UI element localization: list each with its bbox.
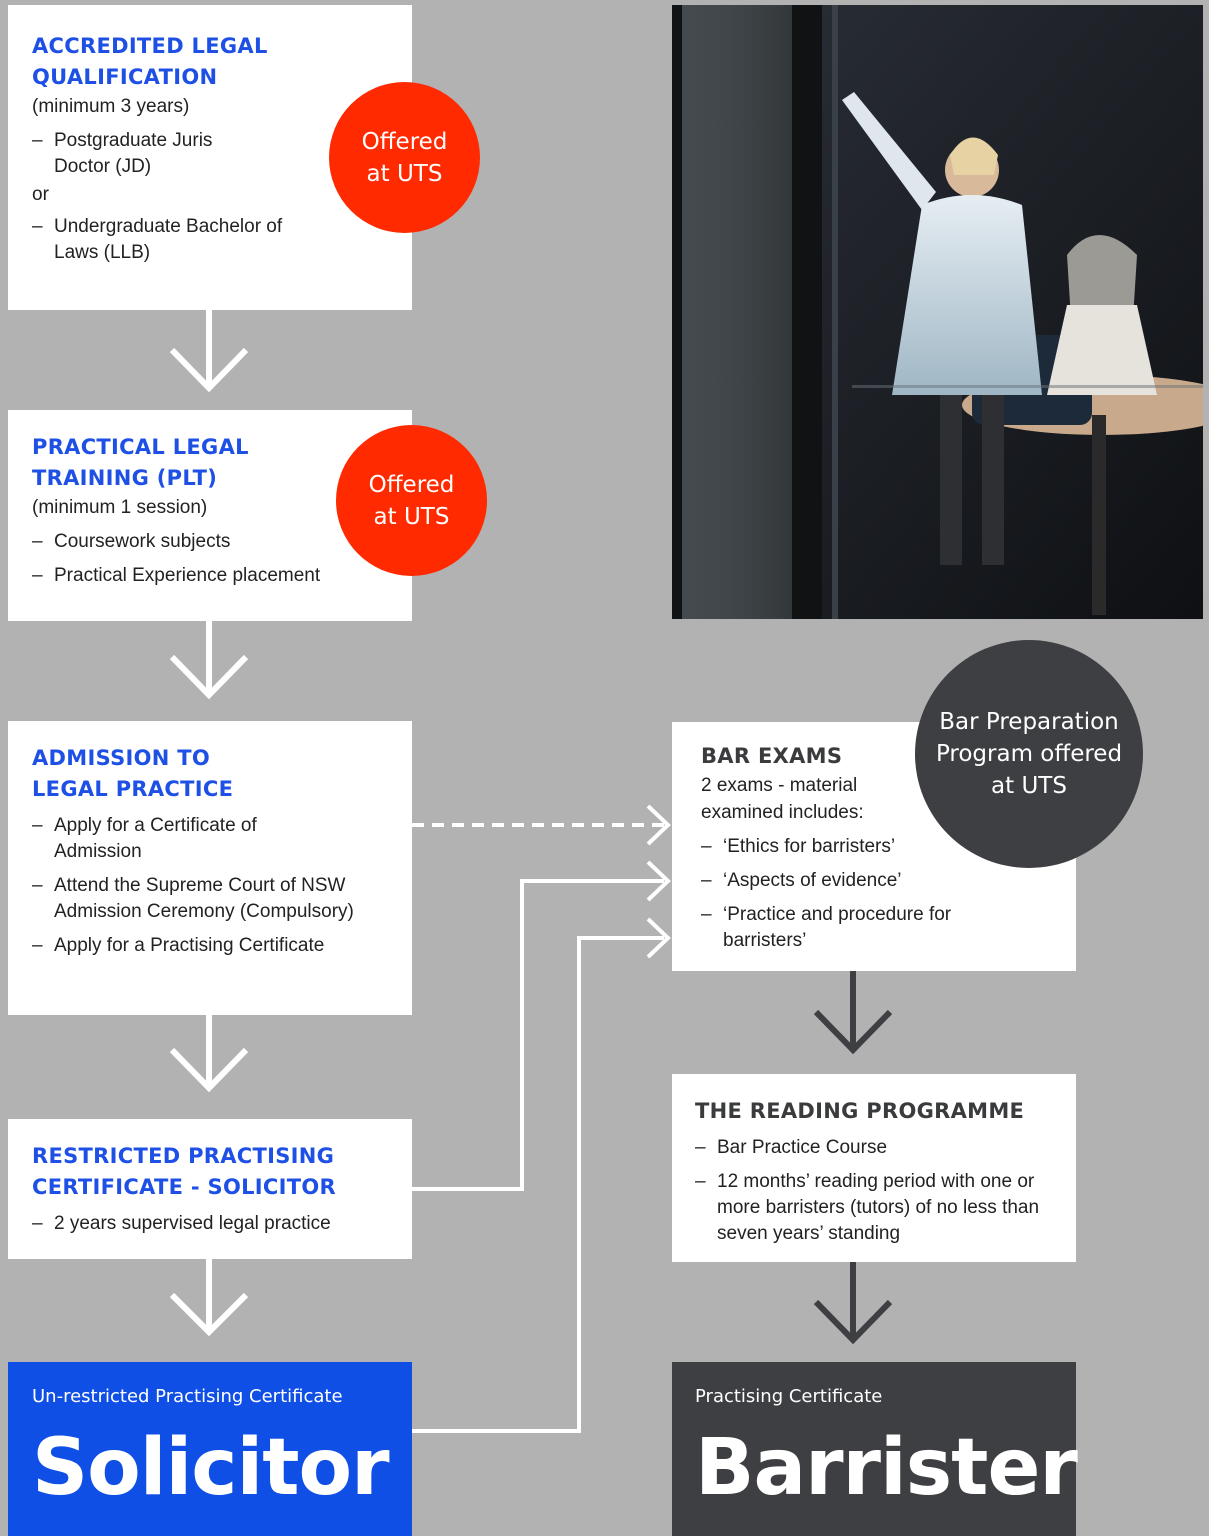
barrister-box: Practising Certificate Barrister: [672, 1362, 1078, 1536]
barrister-label: Practising Certificate: [695, 1386, 883, 1407]
list-item: 12 months’ reading period with one or mo…: [695, 1169, 1053, 1247]
bar-exams-title: BAR EXAMS: [701, 744, 843, 768]
admission-box: ADMISSION TO LEGAL PRACTICE Apply for a …: [8, 721, 412, 1015]
list-item: ‘Ethics for barristers’: [701, 834, 1076, 860]
photo-illustration: [672, 5, 1203, 619]
solicitor-title: Solicitor: [32, 1423, 390, 1513]
bar-preparation-badge: Bar Preparation Program offered at UTS: [915, 640, 1143, 868]
list-item: Undergraduate Bachelor of Laws (LLB): [32, 214, 284, 266]
arrow-down-4: [169, 1259, 249, 1337]
badge-label: Offered at UTS: [361, 128, 448, 187]
offered-at-uts-badge-2: Offered at UTS: [336, 425, 487, 576]
list-item: Apply for a Practising Certificate: [32, 933, 412, 959]
barrister-title: Barrister: [695, 1423, 1078, 1513]
reading-programme-title: THE READING PROGRAMME: [695, 1099, 1025, 1123]
plt-subtitle: (minimum 1 session): [32, 497, 208, 518]
list-item: Practical Experience placement: [32, 563, 412, 589]
list-item: Coursework subjects: [32, 529, 412, 555]
solicitor-box: Un-restricted Practising Certificate Sol…: [8, 1362, 412, 1536]
badge-label: Bar Preparation Program offered at UTS: [935, 709, 1123, 799]
arrow-restricted-to-bar: [412, 860, 671, 1191]
badge-label: Offered at UTS: [368, 471, 455, 530]
admission-title: ADMISSION TO LEGAL PRACTICE: [32, 746, 234, 801]
offered-at-uts-badge-1: Offered at UTS: [329, 82, 480, 233]
dashed-arrow-admission-to-bar: [412, 804, 671, 846]
arrow-down-5: [813, 971, 893, 1055]
bar-exams-subtitle: 2 exams - material examined includes:: [701, 775, 864, 823]
list-item: Postgraduate Juris Doctor (JD): [32, 128, 214, 180]
solicitor-label: Un-restricted Practising Certificate: [32, 1386, 343, 1407]
list-item: ‘Aspects of evidence’: [701, 868, 1076, 894]
or-label: or: [32, 184, 49, 205]
list-item: Apply for a Certificate of Admission: [32, 813, 274, 865]
office-meeting-photo: [672, 5, 1203, 619]
restricted-certificate-box: RESTRICTED PRACTISING CERTIFICATE - SOLI…: [8, 1119, 412, 1259]
arrow-down-6: [813, 1262, 893, 1345]
list-item: Bar Practice Course: [695, 1135, 1076, 1161]
arrow-down-2: [169, 621, 249, 700]
restricted-certificate-title: RESTRICTED PRACTISING CERTIFICATE - SOLI…: [32, 1144, 336, 1199]
arrow-down-1: [169, 310, 249, 393]
qualification-title: ACCREDITED LEGAL QUALIFICATION: [32, 34, 268, 89]
arrow-down-3: [169, 1015, 249, 1093]
list-item: Attend the Supreme Court of NSW Admissio…: [32, 873, 384, 925]
arrow-solicitor-to-bar: [412, 917, 671, 1433]
list-item: 2 years supervised legal practice: [32, 1211, 412, 1237]
reading-programme-box: THE READING PROGRAMME Bar Practice Cours…: [672, 1074, 1076, 1262]
plt-title: PRACTICAL LEGAL TRAINING (PLT): [32, 435, 249, 490]
qualification-subtitle: (minimum 3 years): [32, 96, 190, 117]
list-item: ‘Practice and procedure for barristers’: [701, 902, 963, 954]
